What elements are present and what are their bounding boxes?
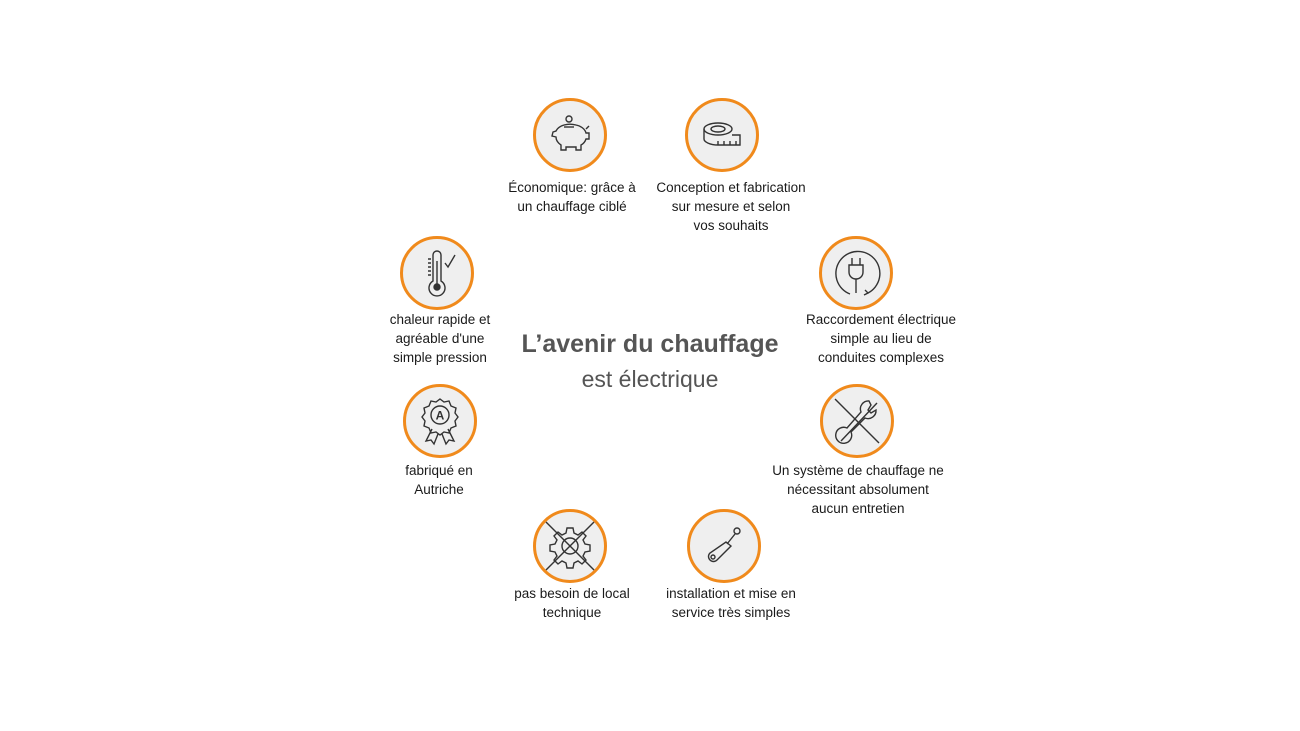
no-maintenance-icon: [820, 384, 894, 458]
screwdriver-icon: [687, 509, 761, 583]
award-badge-icon: A: [403, 384, 477, 458]
feature-label-economique: Économique: grâce à un chauffage ciblé: [508, 178, 636, 216]
feature-label-local-technique: pas besoin de local technique: [514, 584, 630, 622]
feature-label-line: chaleur rapide et: [389, 312, 491, 327]
feature-label-line: sur mesure et selon: [671, 199, 791, 214]
feature-label-line: Conception et fabrication: [656, 180, 806, 195]
feature-label-line: service très simples: [671, 605, 791, 620]
feature-label-conception: Conception et fabrication sur mesure et s…: [656, 178, 805, 235]
feature-label-line: pas besoin de local: [514, 586, 630, 601]
feature-label-raccordement: Raccordement électrique simple au lieu de…: [806, 310, 956, 367]
feature-label-line: technique: [542, 605, 602, 620]
measuring-tape-icon: [685, 98, 759, 172]
title-line-1: L’avenir du chauffage: [521, 330, 779, 358]
no-technical-room-icon: [533, 509, 607, 583]
feature-label-line: Raccordement électrique: [805, 312, 957, 327]
feature-label-installation: installation et mise en service très simp…: [666, 584, 796, 622]
feature-label-entretien: Un système de chauffage ne nécessitant ab…: [772, 461, 944, 518]
feature-label-line: agréable d'une: [395, 331, 485, 346]
feature-label-line: aucun entretien: [811, 501, 905, 516]
feature-label-line: Autriche: [414, 482, 464, 497]
plug-icon: [819, 236, 893, 310]
svg-text:A: A: [436, 409, 445, 423]
feature-label-line: simple pression: [393, 350, 487, 365]
feature-label-line: vos souhaits: [693, 218, 769, 233]
feature-label-line: un chauffage ciblé: [517, 199, 627, 214]
piggy-bank-icon: [533, 98, 607, 172]
feature-label-line: fabriqué en: [405, 463, 473, 478]
feature-label-autriche: fabriqué en Autriche: [405, 461, 473, 499]
title-line-2: est électrique: [581, 366, 719, 392]
feature-label-chaleur: chaleur rapide et agréable d'une simple pr…: [390, 310, 491, 367]
feature-label-line: installation et mise en: [666, 586, 796, 601]
thermometer-icon: [400, 236, 474, 310]
feature-label-line: simple au lieu de: [830, 331, 932, 346]
feature-label-line: Économique: grâce à: [508, 180, 636, 195]
feature-label-line: nécessitant absolument: [787, 482, 929, 497]
feature-label-line: conduites complexes: [817, 350, 945, 365]
feature-label-line: Un système de chauffage ne: [772, 463, 944, 478]
